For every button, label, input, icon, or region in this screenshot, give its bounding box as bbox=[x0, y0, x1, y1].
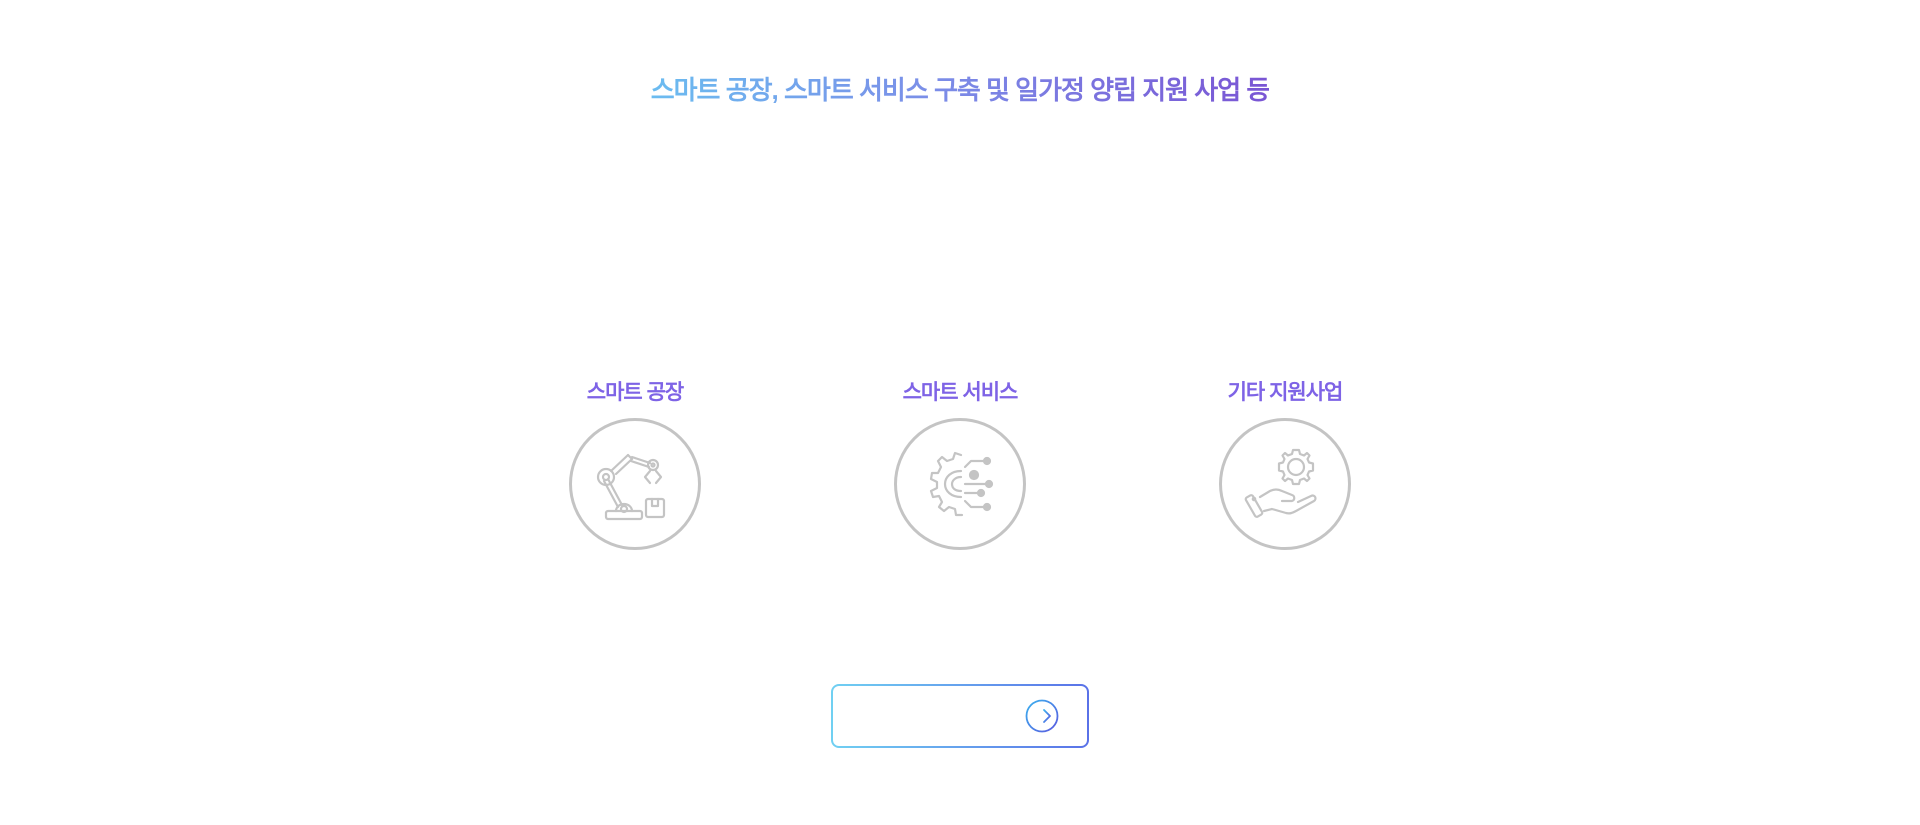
more-button[interactable] bbox=[831, 684, 1089, 748]
feature-list: 스마트 공장 bbox=[0, 380, 1920, 560]
robot-arm-icon bbox=[596, 453, 666, 521]
hand-gear-icon bbox=[1244, 448, 1317, 518]
feature-icon-circle bbox=[894, 418, 1026, 550]
feature-title: 기타 지원사업 bbox=[1227, 381, 1344, 404]
feature-title: 스마트 서비스 bbox=[902, 381, 1019, 404]
feature-icon-circle bbox=[569, 418, 701, 550]
arrow-right-circle-icon bbox=[1025, 699, 1059, 733]
feature-other-support: 기타 지원사업 bbox=[1185, 380, 1385, 550]
feature-smart-service: 스마트 서비스 bbox=[860, 380, 1060, 550]
section-headline-text: 스마트 공장, 스마트 서비스 구축 및 일가정 양립 지원 사업 등 bbox=[650, 75, 1271, 105]
feature-smart-factory: 스마트 공장 bbox=[535, 380, 735, 550]
more-button-body[interactable] bbox=[833, 686, 1087, 746]
feature-icon-circle bbox=[1219, 418, 1351, 550]
section-headline: 스마트 공장, 스마트 서비스 구축 및 일가정 양립 지원 사업 등 bbox=[0, 70, 1920, 107]
gear-circuit-icon bbox=[929, 451, 994, 517]
feature-title: 스마트 공장 bbox=[586, 381, 684, 404]
